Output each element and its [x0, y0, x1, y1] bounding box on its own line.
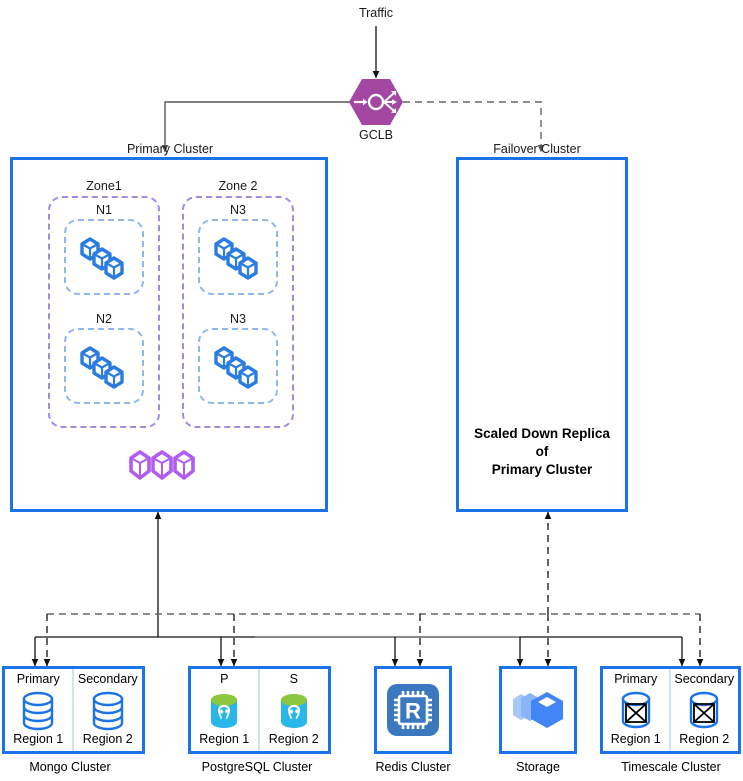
datastore-box-mongo[interactable]: Primary Region 1 Secondary	[2, 666, 145, 754]
pods-purple-icon	[129, 450, 195, 480]
postgres-primary-half: P Region 1	[191, 669, 260, 751]
pods-blue-icon	[214, 346, 258, 389]
datastore-box-postgresql[interactable]: P Region 1 S	[188, 666, 331, 754]
mongo-primary-role: Primary	[16, 672, 60, 686]
failover-cluster-body: Scaled Down Replica of Primary Cluster	[459, 425, 625, 480]
traffic-label: Traffic	[358, 6, 394, 20]
storage-boxes-icon	[509, 685, 567, 735]
postgres-secondary-role: S	[289, 672, 298, 686]
gclb-label: GCLB	[358, 128, 394, 142]
failover-body-line3: Primary Cluster	[491, 462, 593, 478]
node-label-n1: N1	[96, 203, 112, 217]
datastore-caption-postgresql: PostgreSQL Cluster	[201, 760, 313, 774]
mongo-cylinder-icon	[21, 691, 55, 731]
node-label-n2: N2	[96, 312, 112, 326]
timescale-primary-region: Region 1	[610, 732, 661, 746]
shared-pods-group[interactable]	[128, 447, 204, 485]
node-box-n3-b[interactable]	[198, 328, 278, 404]
timescale-secondary-region: Region 2	[679, 732, 730, 746]
node-label-n3-b: N3	[230, 312, 246, 326]
failover-body-line2: of	[535, 444, 549, 460]
node-box-n2[interactable]	[64, 328, 144, 404]
primary-cluster-label: Primary Cluster	[126, 142, 214, 156]
gclb-node[interactable]	[348, 78, 404, 126]
timescale-cylinder-icon	[687, 691, 721, 731]
datastore-caption-redis: Redis Cluster	[375, 760, 451, 774]
failover-body-line1: Scaled Down Replica	[474, 426, 610, 441]
svg-text:R: R	[405, 699, 421, 724]
postgres-secondary-half: S Region 2	[260, 669, 329, 751]
mongo-primary-half: Primary Region 1	[5, 669, 74, 751]
load-balancer-hexagon-icon	[349, 79, 403, 125]
timescale-primary-half: Primary Region 1	[603, 669, 671, 751]
timescale-secondary-role: Secondary	[674, 672, 735, 686]
mongo-primary-region: Region 1	[13, 732, 64, 746]
mongo-secondary-role: Secondary	[77, 672, 138, 686]
postgres-elephant-icon	[277, 691, 311, 731]
redis-chip-icon: R	[385, 682, 441, 738]
node-label-n3-a: N3	[230, 203, 246, 217]
pods-blue-icon	[80, 237, 124, 280]
failover-cluster-box[interactable]: Scaled Down Replica of Primary Cluster	[456, 157, 628, 512]
node-box-n3-a[interactable]	[198, 219, 278, 295]
datastore-caption-storage: Storage	[516, 760, 560, 774]
mongo-secondary-half: Secondary Region 2	[74, 669, 143, 751]
timescale-secondary-half: Secondary Region 2	[671, 669, 739, 751]
failover-cluster-label: Failover Cluster	[493, 142, 581, 156]
mongo-cylinder-icon	[91, 691, 125, 731]
postgres-elephant-icon	[207, 691, 241, 731]
datastore-caption-timescale: Timescale Cluster	[621, 760, 721, 774]
node-box-n1[interactable]	[64, 219, 144, 295]
datastore-caption-mongo: Mongo Cluster	[29, 760, 111, 774]
zone2-label: Zone 2	[218, 179, 258, 193]
datastore-box-redis[interactable]: R	[374, 666, 452, 754]
zone-box-zone1	[48, 196, 160, 428]
zone-box-zone2	[182, 196, 294, 428]
pods-blue-icon	[80, 346, 124, 389]
datastore-box-storage[interactable]	[499, 666, 577, 754]
postgres-primary-region: Region 1	[199, 732, 250, 746]
postgres-secondary-region: Region 2	[268, 732, 319, 746]
postgres-primary-role: P	[220, 672, 229, 686]
pods-blue-icon	[214, 237, 258, 280]
timescale-cylinder-icon	[619, 691, 653, 731]
timescale-primary-role: Primary	[614, 672, 658, 686]
datastore-box-timescale[interactable]: Primary Region 1 Secondary	[600, 666, 741, 754]
zone1-label: Zone1	[86, 179, 122, 193]
mongo-secondary-region: Region 2	[82, 732, 133, 746]
